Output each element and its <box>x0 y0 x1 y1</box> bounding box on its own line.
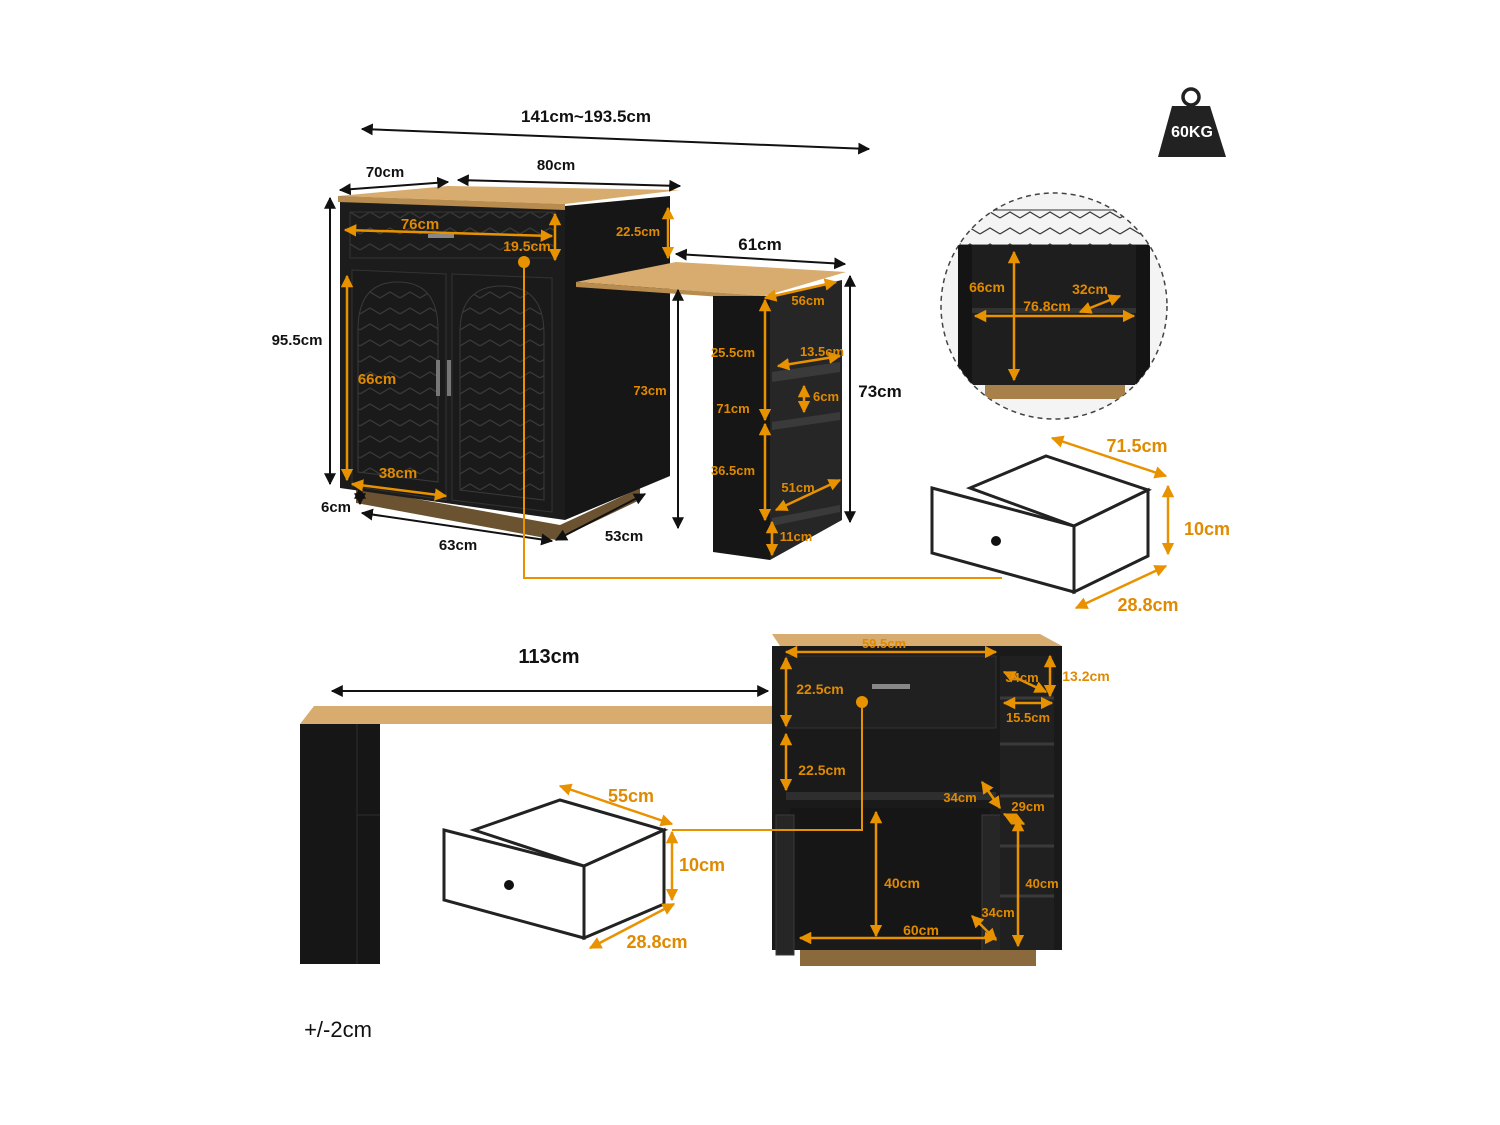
extended-table-side-view <box>300 706 778 964</box>
label-shelf-depth: 34cm <box>943 790 976 805</box>
label-door-width: 38cm <box>379 465 417 482</box>
drawer-left-illustration <box>442 798 669 941</box>
label-bottom-drawer-h: 22.5cm <box>796 681 843 697</box>
label-ext-lower-w: 51cm <box>781 480 814 495</box>
label-inside-width: 76.8cm <box>1023 298 1070 314</box>
weight-label: 60KG <box>1171 124 1213 141</box>
label-ext-depth: 56cm <box>791 293 824 308</box>
label-table-length: 113cm <box>518 646 579 668</box>
label-drawer-height: 19.5cm <box>503 238 550 254</box>
label-drawer-right-length: 71.5cm <box>1106 436 1167 456</box>
label-side-rack-w: 34cm <box>1005 670 1038 685</box>
label-ext-inner: 71cm <box>716 401 749 416</box>
label-ext-shelf-h: 6cm <box>813 389 839 404</box>
label-depth: 70cm <box>366 164 404 181</box>
label-side-upper: 22.5cm <box>616 224 660 239</box>
label-ext-length: 61cm <box>738 235 781 254</box>
tolerance-note: +/-2cm <box>304 1017 372 1042</box>
label-side-lower: 40cm <box>1025 876 1058 891</box>
label-width: 80cm <box>537 157 575 174</box>
label-bottom-w: 60cm <box>903 922 939 938</box>
label-side-height: 73cm <box>633 383 666 398</box>
label-ext-lower: 36.5cm <box>711 463 755 478</box>
label-side-rack-d: 15.5cm <box>1006 710 1050 725</box>
label-base-depth: 53cm <box>605 528 643 545</box>
label-inside-height: 66cm <box>969 279 1005 295</box>
label-drawer-width: 76cm <box>401 216 439 233</box>
label-drawer-left-length: 55cm <box>608 786 654 806</box>
drawer-right-illustration <box>930 454 1152 595</box>
label-base-height: 6cm <box>321 499 351 516</box>
label-bottom-d: 34cm <box>981 905 1014 920</box>
label-door-h: 40cm <box>884 875 920 891</box>
label-side-inner: 29cm <box>1011 799 1044 814</box>
label-drawer-left-height: 10cm <box>679 855 725 875</box>
label-drawer-right-depth: 28.8cm <box>1117 595 1178 615</box>
label-bottom-open-h: 22.5cm <box>798 762 845 778</box>
label-ext-height: 73cm <box>858 382 901 401</box>
label-ext-shelf-w: 13.5cm <box>800 344 844 359</box>
weight-icon <box>1158 87 1226 157</box>
label-door-height: 66cm <box>358 371 396 388</box>
label-total-length: 141cm~193.5cm <box>521 107 651 126</box>
label-drawer-left-depth: 28.8cm <box>626 932 687 952</box>
open-cabinet-view <box>772 634 1062 966</box>
label-inside-shelf-depth: 32cm <box>1072 281 1108 297</box>
label-cab-width: 59.5cm <box>862 636 906 651</box>
label-side-rack-h: 13.2cm <box>1062 668 1109 684</box>
label-ext-base: 11cm <box>780 529 813 544</box>
label-drawer-right-height: 10cm <box>1184 519 1230 539</box>
label-height: 95.5cm <box>272 332 323 349</box>
label-ext-upper: 25.5cm <box>711 345 755 360</box>
label-base-width: 63cm <box>439 537 477 554</box>
